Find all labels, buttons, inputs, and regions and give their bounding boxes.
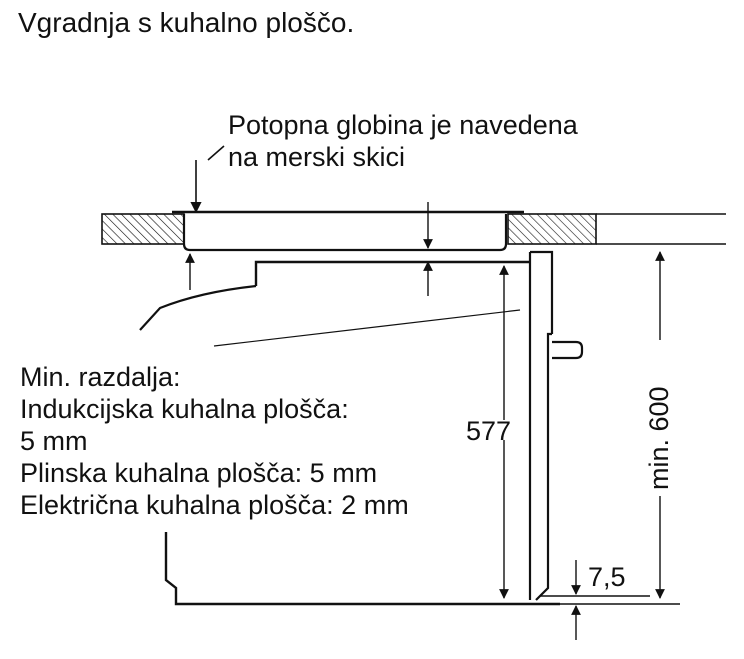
callout-line-2: na merski skici — [228, 142, 405, 172]
note-line-1: Min. razdalja: — [20, 362, 181, 392]
callout-leader-line — [207, 145, 225, 161]
note-line-5: Električna kuhalna plošča: 2 mm — [20, 490, 409, 520]
oven-door-panel — [535, 332, 552, 601]
oven-inner-line — [213, 309, 521, 347]
note-line-3: 5 mm — [20, 426, 88, 456]
oven-door-top — [530, 250, 554, 334]
dimension-7-5: 7,5 — [588, 562, 626, 592]
dimension-min-600: min. 600 — [644, 386, 674, 490]
dimension-577: 577 — [466, 416, 511, 446]
oven-top-edge — [254, 260, 530, 286]
worktop-left — [101, 213, 185, 245]
note-line-2: Indukcijska kuhalna plošča: — [20, 394, 349, 424]
note-line-4: Plinska kuhalna plošča: 5 mm — [20, 458, 377, 488]
minimum-distance-note: Min. razdalja: Indukcijska kuhalna plošč… — [20, 362, 409, 520]
oven-bottom-edge — [164, 532, 560, 606]
hob-body — [182, 214, 508, 252]
page-title: Vgradnja s kuhalno ploščo. — [18, 7, 354, 38]
worktop-right — [507, 213, 597, 245]
oven-knob — [552, 340, 584, 360]
oven-rear-slope — [139, 284, 257, 331]
callout-line-1: Potopna globina je navedena — [228, 110, 579, 140]
